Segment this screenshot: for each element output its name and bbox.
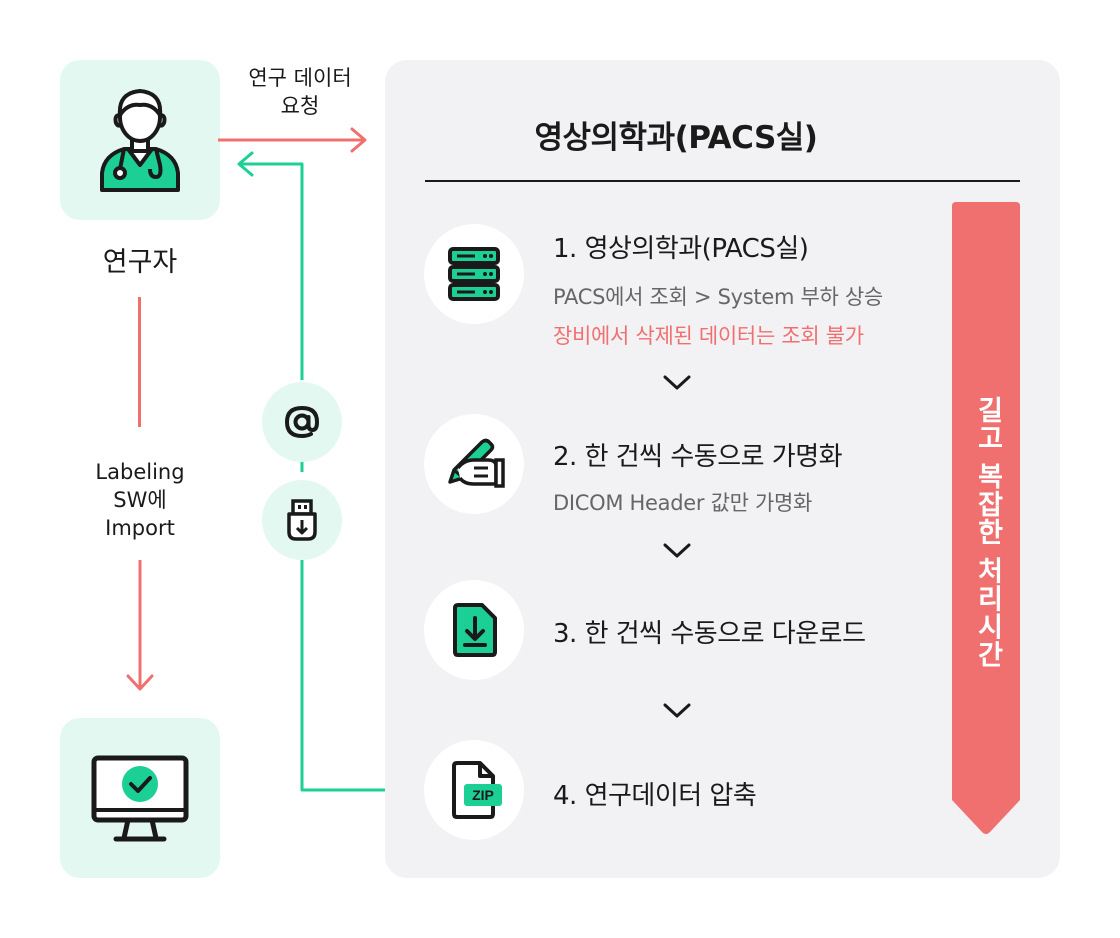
step-1-title: 1. 영상의학과(PACS실): [553, 234, 809, 264]
request-label-line2: 요청: [280, 94, 320, 118]
return-data-path: [237, 151, 425, 792]
import-label-line2: SW에: [113, 488, 167, 512]
import-label-line1: Labeling: [95, 460, 185, 484]
step-3-icon-circle: [424, 580, 524, 680]
processing-time-label: 길고 복잡한 처리시간: [972, 396, 1003, 669]
step-3-title: 3. 한 건씩 수동으로 다운로드: [553, 619, 866, 649]
panel-divider: [425, 180, 1020, 182]
hand-writing-icon: [448, 438, 505, 488]
step-1-icon-circle: [424, 224, 524, 324]
chevron-down-icon: [663, 375, 691, 390]
researcher-label: 연구자: [102, 247, 178, 278]
panel-title: 영상의학과(PACS실): [534, 120, 818, 156]
step-2-title: 2. 한 건씩 수동으로 가명화: [553, 442, 843, 472]
email-transfer-circle: [262, 382, 342, 462]
usb-transfer-circle: [262, 480, 342, 560]
request-arrow: [218, 127, 367, 153]
doctor-icon: [100, 89, 180, 192]
import-flow-line-top: [138, 297, 141, 427]
import-label: Labeling SW에 Import: [60, 458, 220, 542]
request-label-line1: 연구 데이터: [248, 66, 352, 90]
usb-drive-icon: [287, 499, 317, 541]
step-1-warning: 장비에서 삭제된 데이터는 조회 불가: [553, 324, 864, 348]
processing-time-bar: [952, 202, 1020, 834]
request-label: 연구 데이터 요청: [222, 64, 378, 120]
at-sign-icon: [284, 405, 320, 439]
monitor-check-icon: [91, 755, 189, 842]
server-icon: [448, 247, 500, 301]
file-download-icon: [453, 603, 497, 657]
import-flow-arrow: [126, 560, 154, 691]
zip-file-icon: ZIP: [452, 761, 502, 819]
zip-label: ZIP: [472, 787, 494, 803]
step-1-subtitle: PACS에서 조회 > System 부하 상승: [553, 285, 883, 309]
step-2-subtitle: DICOM Header 값만 가명화: [553, 491, 813, 515]
step-4-title: 4. 연구데이터 압축: [553, 781, 757, 811]
step-4-icon-circle: ZIP: [424, 740, 524, 840]
monitor-tile: [60, 718, 220, 878]
chevron-down-icon: [663, 543, 691, 558]
chevron-down-icon: [663, 703, 691, 718]
step-2-icon-circle: [424, 414, 524, 514]
researcher-tile: [60, 60, 220, 220]
import-label-line3: Import: [105, 516, 175, 540]
